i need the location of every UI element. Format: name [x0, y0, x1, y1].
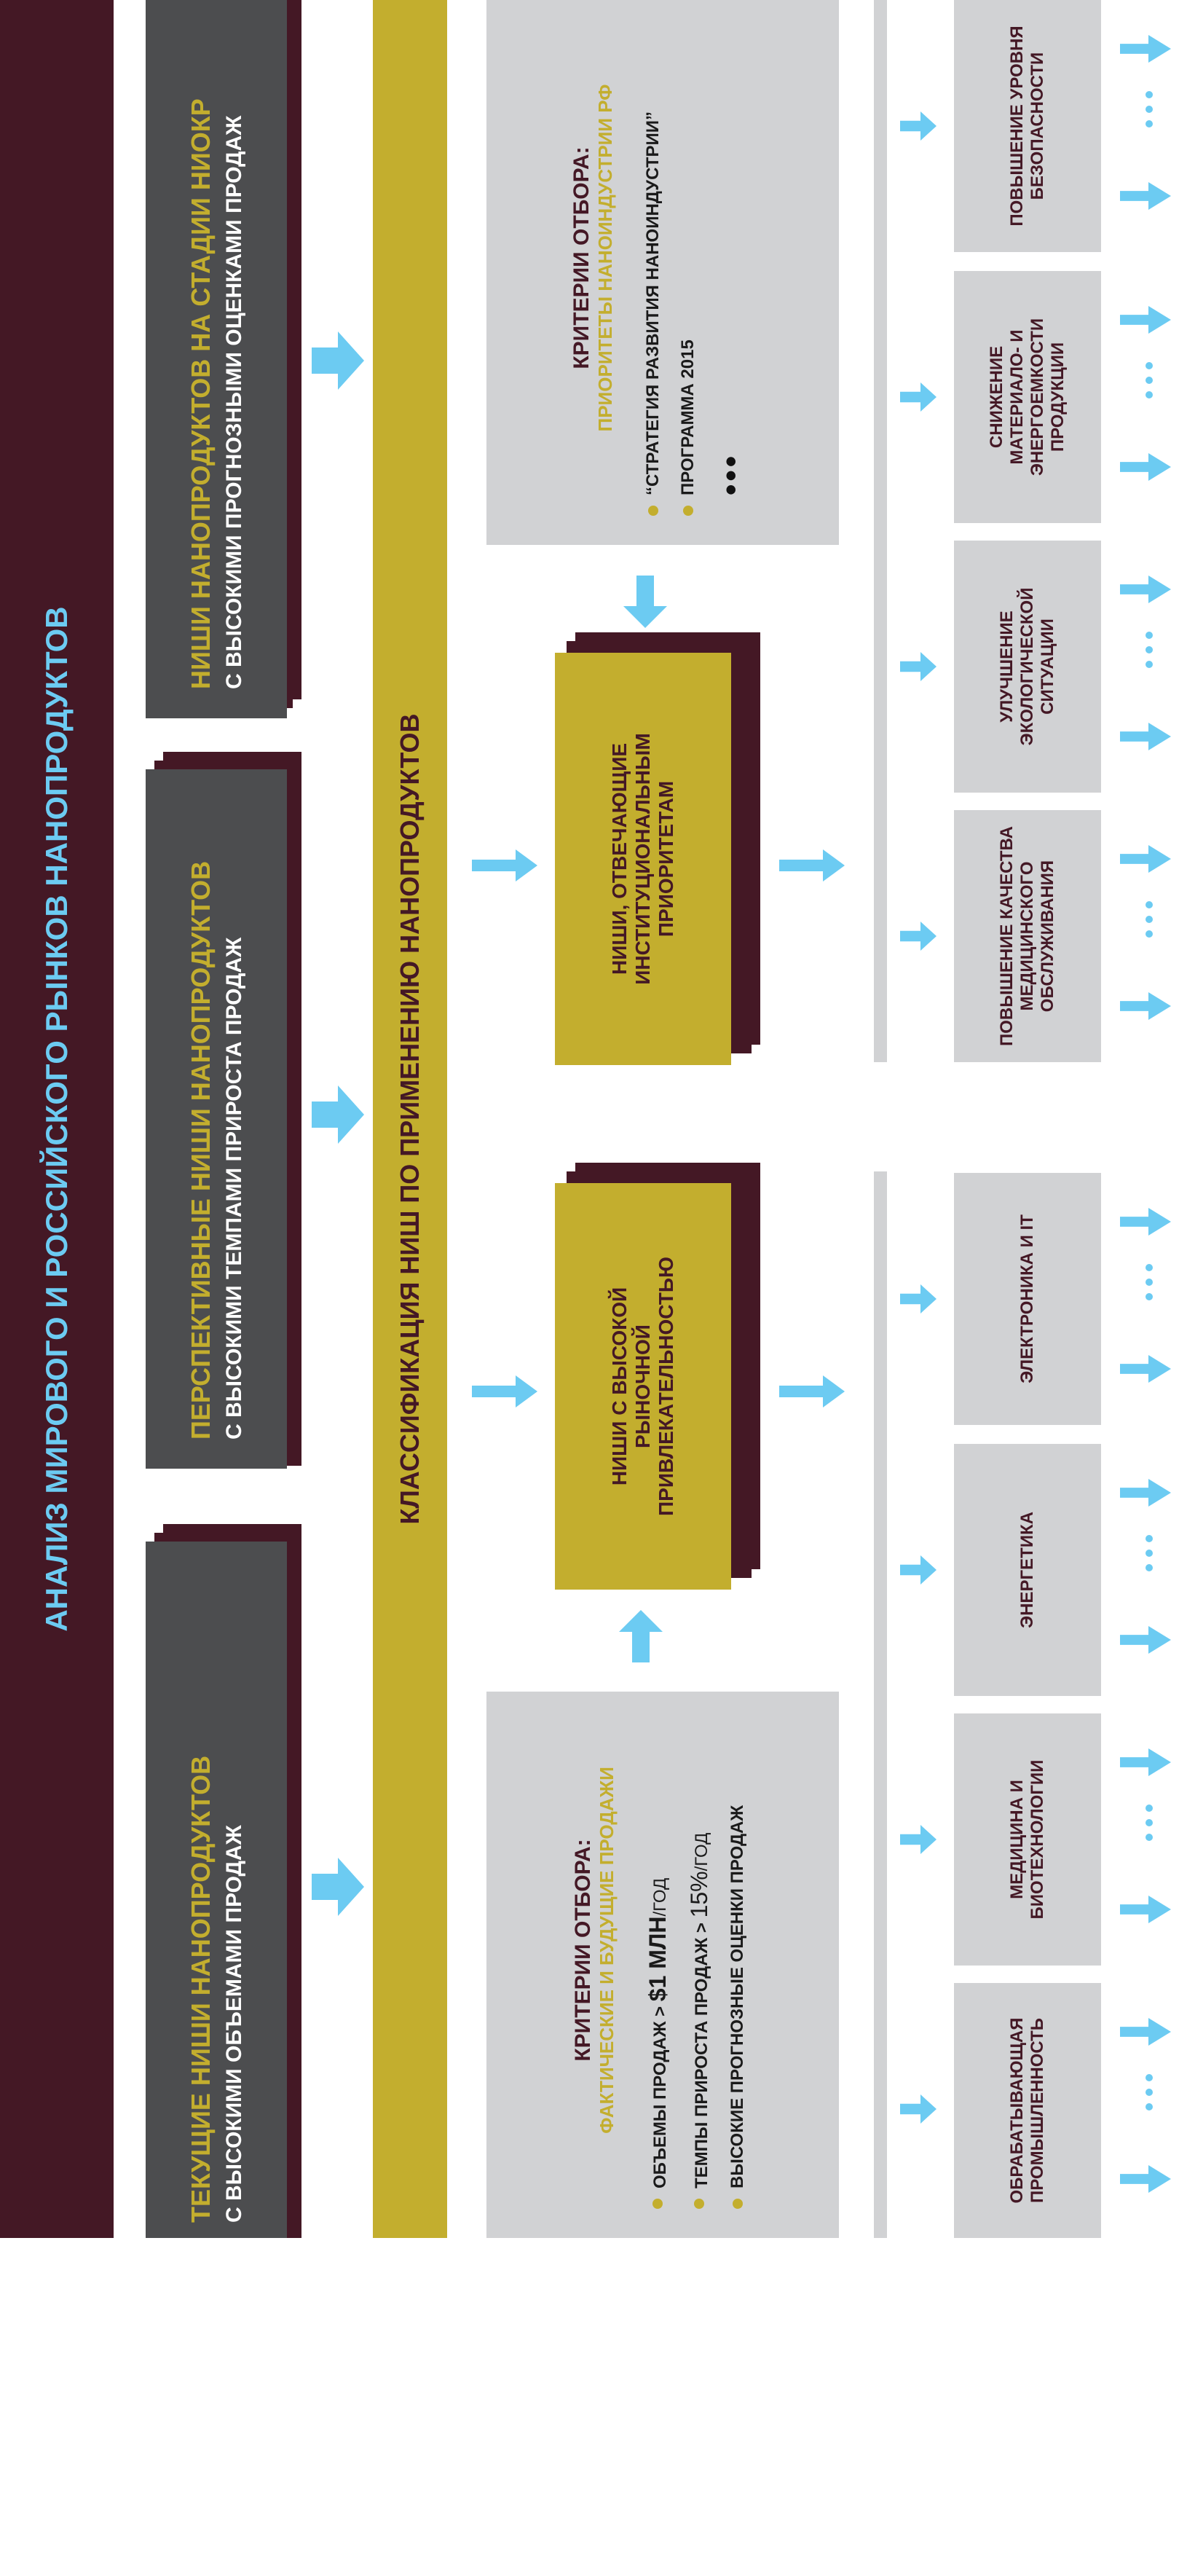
arrow-right-icon	[1120, 1896, 1171, 1923]
group-subtitle: С ВЫСОКИМИ ПРОГНОЗНЫМИ ОЦЕНКАМИ ПРОДАЖ	[222, 115, 246, 689]
category-card	[954, 541, 1101, 793]
criteria-subheading: ПРИОРИТЕТЫ НАНОИНДУСТРИИ РФ	[594, 84, 616, 432]
arrow-right-icon	[312, 1858, 364, 1916]
arrow-right-icon	[472, 1375, 537, 1407]
arrow-right-icon	[1120, 1355, 1171, 1383]
category-label: ПОВЫШЕНИЕ УРОВНЯ БЕЗОПАСНОСТИ	[1007, 25, 1047, 227]
arrow-right-icon	[1120, 453, 1171, 481]
category-label: ЭНЕРГЕТИКА	[1017, 1512, 1037, 1628]
arrow-right-icon	[1120, 1479, 1171, 1507]
criteria-heading: КРИТЕРИИ ОТБОРА:	[570, 1839, 595, 2062]
category-label: СНИЖЕНИЕ МАТЕРИАЛО- И ЭНЕРГОЕМКОСТИ ПРОД…	[987, 318, 1068, 476]
arrow-right-icon	[1120, 845, 1171, 873]
arrow-right-icon	[1120, 2018, 1171, 2046]
ellipsis-dots-icon	[1146, 1535, 1153, 1571]
group-subtitle: С ВЫСОКИМИ ОБЪЕМАМИ ПРОДАЖ	[222, 1825, 246, 2223]
bullet-icon	[694, 2199, 704, 2209]
category-card	[954, 1983, 1101, 2238]
bullet-icon	[652, 2199, 663, 2209]
group-title: НИШИ НАНОПРОДУКТОВ НА СТАДИИ НИОКР	[186, 98, 216, 689]
criteria-item: ТЕМПЫ ПРИРОСТА ПРОДАЖ > 15%/ГОД	[686, 1692, 713, 2209]
category-card	[954, 1713, 1101, 1966]
criteria-item: ПРОГРАММА 2015	[678, 0, 698, 516]
criteria-item: •••	[713, 0, 749, 516]
ellipsis-dots-icon	[1146, 2074, 1153, 2110]
arrow-right-icon	[900, 382, 937, 412]
criteria-subheading: ФАКТИЧЕСКИЕ И БУДУЩИЕ ПРОДАЖИ	[595, 1767, 618, 2134]
arrow-right-icon	[779, 1375, 845, 1407]
niche-group-current	[146, 1542, 287, 2238]
arrow-right-icon	[1120, 1626, 1171, 1654]
niche-group-rnd	[146, 0, 287, 718]
arrow-right-icon	[1120, 182, 1171, 210]
ellipsis-dots-icon	[1146, 1264, 1153, 1300]
arrow-right-icon	[1120, 576, 1171, 603]
priority-categories-bar	[874, 0, 887, 1062]
ellipsis: •••	[712, 452, 749, 495]
arrow-right-icon	[1120, 306, 1171, 334]
category-card	[954, 271, 1101, 523]
arrow-right-icon	[900, 1284, 937, 1313]
arrow-right-icon	[1120, 1208, 1171, 1236]
market-niche-box	[555, 1183, 731, 1590]
arrow-right-icon	[1120, 2165, 1171, 2193]
arrow-right-icon	[1120, 1748, 1171, 1776]
ellipsis-dots-icon	[1146, 1805, 1153, 1841]
arrow-up-icon	[619, 1610, 663, 1662]
arrow-right-icon	[1120, 992, 1171, 1020]
arrow-right-icon	[900, 111, 937, 141]
criteria-market-panel	[486, 1692, 839, 2238]
arrow-right-icon	[900, 2094, 937, 2124]
niche-group-promising	[146, 769, 287, 1469]
criteria-priority-panel	[486, 0, 839, 545]
arrow-down-icon	[623, 576, 667, 628]
group-title: ПЕРСПЕКТИВНЫЕ НИШИ НАНОПРОДУКТОВ	[186, 860, 216, 1440]
category-card	[954, 1173, 1101, 1425]
arrow-right-icon	[472, 849, 537, 881]
arrow-right-icon	[900, 1555, 937, 1585]
criteria-item: “СТРАТЕГИЯ РАЗВИТИЯ НАНОИНДУСТРИИ”	[643, 0, 663, 516]
category-card	[954, 0, 1101, 252]
priority-niche-box	[555, 653, 731, 1065]
category-label: ПОВЫШЕНИЕ КАЧЕСТВА МЕДИЦИНСКОГО ОБСЛУЖИВ…	[997, 826, 1057, 1047]
arrow-right-icon	[1120, 35, 1171, 63]
market-categories-bar	[874, 1171, 887, 2238]
main-title: АНАЛИЗ МИРОВОГО И РОССИЙСКОГО РЫНКОВ НАН…	[39, 606, 74, 1632]
title-band	[0, 0, 114, 2238]
arrow-right-icon	[312, 331, 364, 390]
ellipsis-dots-icon	[1146, 362, 1153, 398]
category-label: МЕДИЦИНА И БИОТЕХНОЛОГИИ	[1007, 1759, 1047, 1920]
criteria-heading: КРИТЕРИИ ОТБОРА:	[569, 146, 594, 369]
arrow-right-icon	[900, 922, 937, 951]
classification-title: КЛАССИФИКАЦИЯ НИШ ПО ПРИМЕНЕНИЮ НАНОПРОД…	[395, 713, 425, 1525]
criteria-item: ОБЪЕМЫ ПРОДАЖ > $1 МЛН/ГОД	[644, 1692, 671, 2209]
priority-niche-label: НИШИ, ОТВЕЧАЮЩИЕ ИНСТИТУЦИОНАЛЬНЫМ ПРИОР…	[608, 733, 677, 985]
category-label: УЛУЧШЕНИЕ ЭКОЛОГИЧЕСКОЙ СИТУАЦИИ	[997, 587, 1057, 746]
category-card	[954, 1444, 1101, 1696]
arrow-right-icon	[779, 849, 845, 881]
arrow-right-icon	[1120, 723, 1171, 750]
group-title: ТЕКУЩИЕ НИШИ НАНОПРОДУКТОВ	[186, 1755, 216, 2223]
ellipsis-dots-icon	[1146, 91, 1153, 127]
bullet-icon	[732, 2199, 743, 2209]
ellipsis-dots-icon	[1146, 901, 1153, 938]
market-niche-label: НИШИ С ВЫСОКОЙ РЫНОЧНОЙ ПРИВЛЕКАТЕЛЬНОСТ…	[608, 1257, 677, 1516]
classification-bar	[373, 0, 447, 2238]
arrow-right-icon	[900, 1825, 937, 1854]
category-label: ОБРАБАТЫВАЮЩАЯ ПРОМЫШЛЕННОСТЬ	[1007, 2017, 1047, 2204]
ellipsis-dots-icon	[1146, 632, 1153, 668]
group-subtitle: С ВЫСОКИМИ ТЕМПАМИ ПРИРОСТА ПРОДАЖ	[222, 937, 246, 1440]
category-card	[954, 810, 1101, 1062]
criteria-item: ВЫСОКИЕ ПРОГНОЗНЫЕ ОЦЕНКИ ПРОДАЖ	[727, 1692, 748, 2209]
category-label: ЭЛЕКТРОНИКА И IT	[1017, 1214, 1037, 1383]
bullet-icon	[682, 506, 693, 516]
arrow-right-icon	[900, 652, 937, 681]
arrow-right-icon	[312, 1085, 364, 1144]
bullet-icon	[647, 506, 658, 516]
